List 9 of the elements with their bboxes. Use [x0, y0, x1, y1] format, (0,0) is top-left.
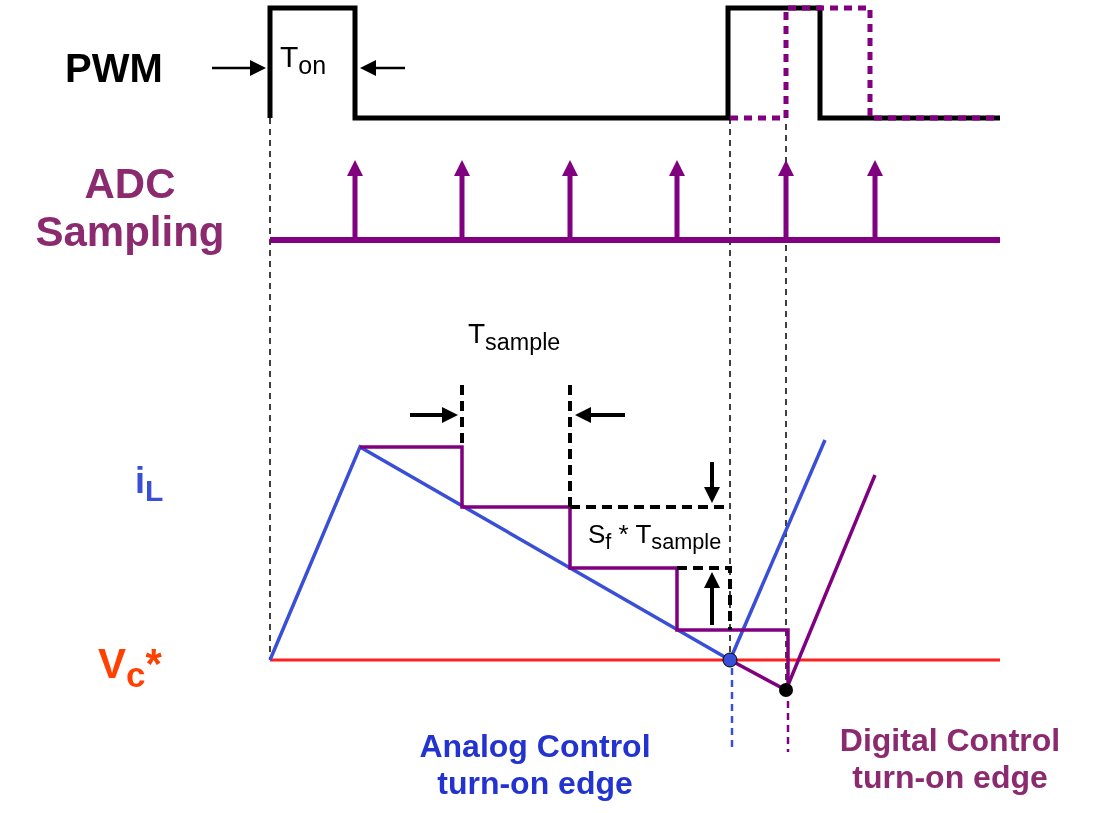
dimension-label: S$_{f}$ * T$_{sample}$ [588, 520, 722, 556]
dimension-label: T$_{on}$ [280, 40, 327, 80]
signal-label: ADC Sampling [34, 160, 226, 257]
dimension-label: T$_{sample}$ [468, 318, 561, 356]
signal-label: i$_{L}$ [135, 460, 164, 509]
signal-label: V$_{c}$* [98, 640, 162, 696]
caption-label: Analog Control turn-on edge [418, 728, 652, 802]
signal-label: PWM [65, 45, 163, 91]
caption-label: Digital Control turn-on edge [838, 722, 1062, 796]
